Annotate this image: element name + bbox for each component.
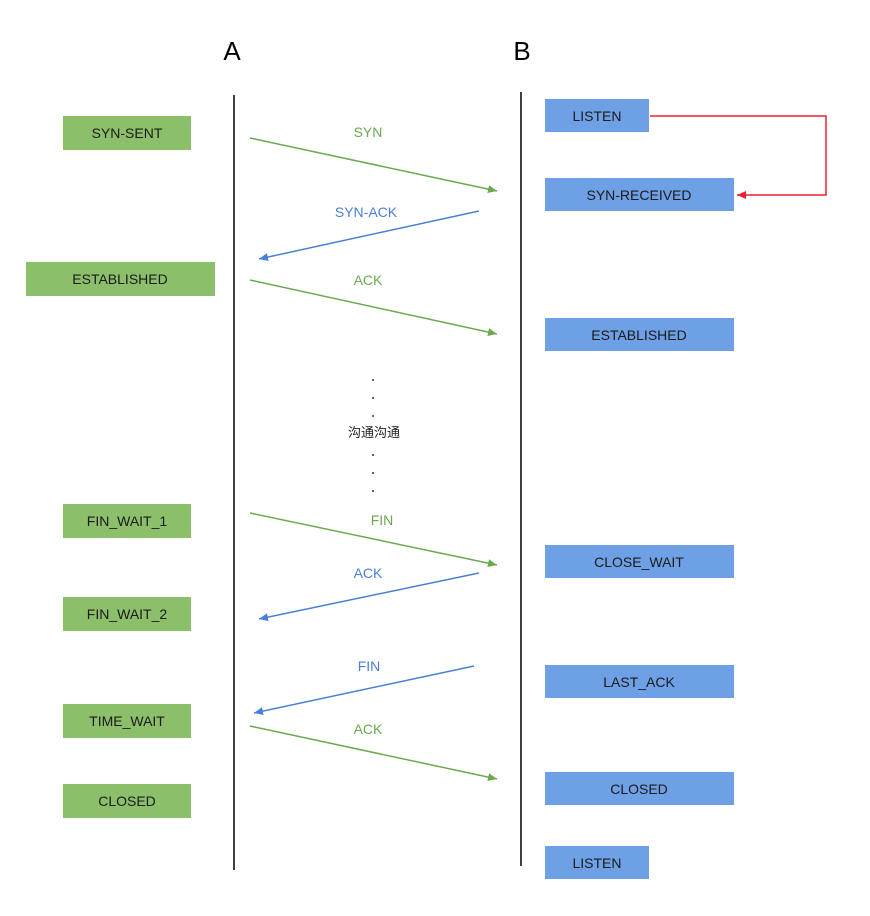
message-label-ack-final: ACK bbox=[354, 721, 383, 737]
ellipsis-dots-top bbox=[372, 379, 374, 417]
server-state-syn-received: SYN-RECEIVED bbox=[545, 178, 734, 211]
server-state-label: LISTEN bbox=[572, 108, 621, 124]
server-state-label: LAST_ACK bbox=[603, 674, 675, 690]
server-state-close-wait: CLOSE_WAIT bbox=[545, 545, 734, 578]
server-state-label: SYN-RECEIVED bbox=[586, 187, 691, 203]
message-arrow-syn-ack bbox=[258, 210, 480, 261]
client-state-label: FIN_WAIT_1 bbox=[87, 513, 168, 529]
message-arrow-ack-final bbox=[249, 725, 498, 782]
server-state-label: CLOSED bbox=[610, 781, 668, 797]
message-label-syn-ack: SYN-ACK bbox=[335, 204, 398, 220]
server-state-closed: CLOSED bbox=[545, 772, 734, 805]
server-state-listen-final: LISTEN bbox=[545, 846, 649, 879]
message-label-fin-server: FIN bbox=[358, 658, 381, 674]
message-label-ack-handshake: ACK bbox=[354, 272, 383, 288]
client-state-closed: CLOSED bbox=[63, 784, 191, 818]
server-state-established: ESTABLISHED bbox=[545, 318, 734, 351]
client-state-established: ESTABLISHED bbox=[26, 262, 215, 296]
party-a-label: A bbox=[223, 36, 241, 66]
client-state-time-wait: TIME_WAIT bbox=[63, 704, 191, 738]
message-label-fin-client: FIN bbox=[371, 512, 394, 528]
client-state-label: SYN-SENT bbox=[92, 125, 163, 141]
client-state-label: CLOSED bbox=[98, 793, 156, 809]
party-b-label: B bbox=[513, 36, 530, 66]
server-state-label: LISTEN bbox=[572, 855, 621, 871]
server-state-listen: LISTEN bbox=[545, 99, 649, 132]
client-state-label: TIME_WAIT bbox=[89, 713, 165, 729]
message-arrow-ack-handshake bbox=[249, 279, 498, 336]
message-arrow-fin-client bbox=[249, 512, 498, 568]
message-label-syn: SYN bbox=[354, 124, 383, 140]
client-state-label: ESTABLISHED bbox=[72, 271, 167, 287]
client-state-fin-wait-2: FIN_WAIT_2 bbox=[63, 597, 191, 631]
client-state-fin-wait-1: FIN_WAIT_1 bbox=[63, 504, 191, 538]
client-state-syn-sent: SYN-SENT bbox=[63, 116, 191, 150]
message-label-ack-server: ACK bbox=[354, 565, 383, 581]
ellipsis-dots-bottom bbox=[372, 454, 374, 492]
server-state-label: CLOSE_WAIT bbox=[594, 554, 684, 570]
listen-to-syn-received-connector bbox=[650, 115, 827, 199]
communication-label: 沟通沟通 bbox=[348, 426, 400, 441]
message-arrow-syn bbox=[249, 137, 498, 194]
client-state-label: FIN_WAIT_2 bbox=[87, 606, 168, 622]
message-arrow-fin-server bbox=[253, 665, 475, 716]
server-state-label: ESTABLISHED bbox=[591, 327, 686, 343]
message-arrow-ack-server bbox=[258, 572, 480, 622]
server-state-last-ack: LAST_ACK bbox=[545, 665, 734, 698]
